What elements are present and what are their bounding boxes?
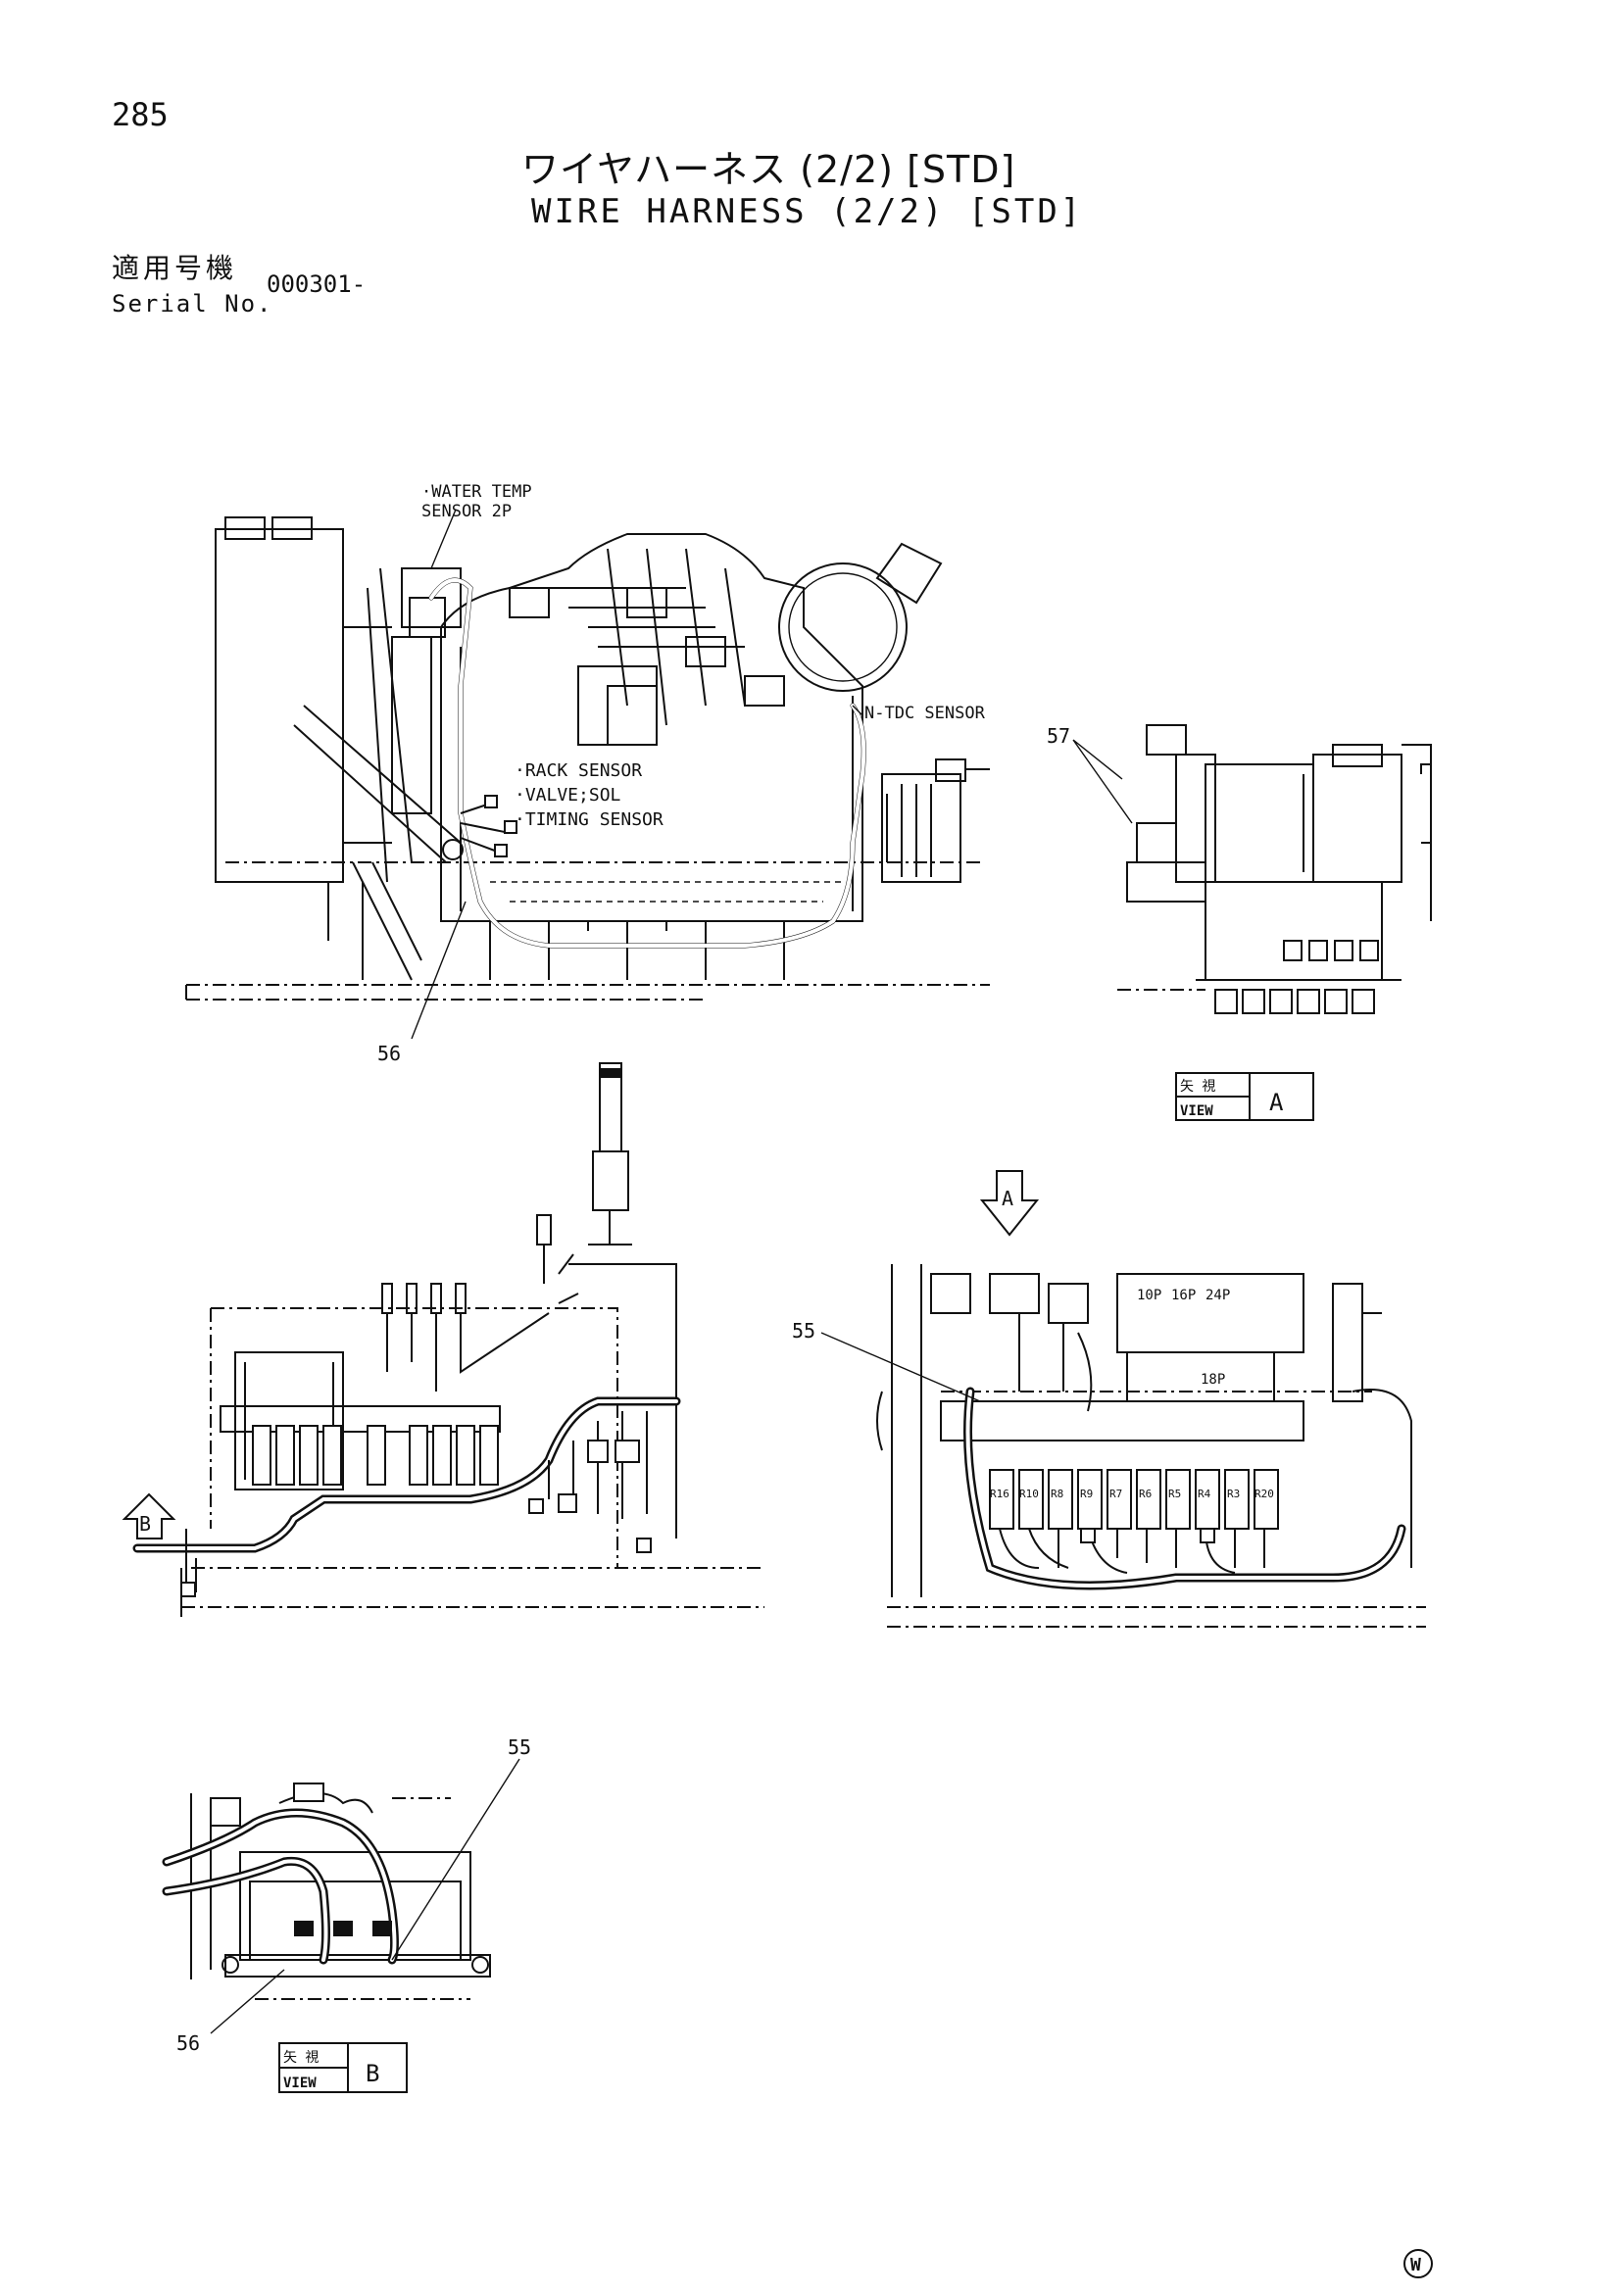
view-b-detail (162, 1758, 520, 2034)
title-english: WIRE HARNESS (2/2) [STD] (531, 192, 1084, 231)
label-18p: 18P (1201, 1372, 1225, 1388)
label-water-temp-sensor-2p: SENSOR 2P (421, 502, 512, 521)
view-a-jp-label: 矢 視 (1180, 1079, 1215, 1095)
footer-mark: W (1410, 2255, 1421, 2275)
serial-label-japanese: 適用号機 (112, 252, 238, 284)
label-rack-sensor: ·RACK SENSOR (515, 760, 642, 781)
view-b-arrow (122, 1492, 176, 1539)
view-a-arrow (979, 1170, 1040, 1237)
view-a-en-label: VIEW (1180, 1103, 1213, 1119)
label-valve-sol: ·VALVE;SOL (515, 785, 621, 806)
relay-label: R16 (990, 1488, 1009, 1500)
footer-mark-circle (1403, 2249, 1433, 2278)
relay-labels: R16 R10 R8 R9 R7 R6 R5 R4 R3 R20 (990, 1488, 1274, 1500)
label-24p: 24P (1205, 1288, 1230, 1303)
label-water-temp: ·WATER TEMP (421, 482, 532, 502)
view-b-label-box (278, 2042, 408, 2093)
engine-side-view (185, 509, 990, 1040)
callout-56-main: 56 (377, 1042, 401, 1065)
serial-number-value: 000301- (267, 270, 367, 298)
relay-panel-view (820, 1264, 1426, 1628)
view-b-en-label: VIEW (283, 2076, 317, 2091)
view-a-letter: A (1269, 1089, 1284, 1116)
view-b-letter: B (366, 2060, 379, 2087)
callout-56-view-b: 56 (176, 2031, 200, 2055)
view-a-connectors (1214, 940, 1379, 1014)
arrow-a-letter: A (1002, 1187, 1013, 1210)
title-japanese: ワイヤハーネス (2/2) [STD] (521, 148, 1016, 191)
label-16p: 16P (1171, 1288, 1196, 1303)
label-ntdc-sensor: N-TDC SENSOR (864, 704, 986, 723)
label-10p: 10P (1137, 1288, 1161, 1303)
arrow-b-letter: B (139, 1512, 151, 1536)
relay-label: R5 (1168, 1488, 1181, 1500)
relay-row (989, 1469, 1279, 1530)
view-a-label-box (1175, 1072, 1314, 1121)
serial-label-english: Serial No. (112, 290, 273, 318)
relay-label: R4 (1198, 1488, 1211, 1500)
relay-label: R20 (1254, 1488, 1274, 1500)
relay-label: R3 (1227, 1488, 1240, 1500)
view-b-jp-label: 矢 視 (283, 2050, 319, 2066)
relay-label: R6 (1139, 1488, 1152, 1500)
injection-pump-view (132, 1062, 764, 1617)
callout-55-view-b: 55 (508, 1735, 531, 1759)
page-number: 285 (112, 96, 169, 133)
injector-row (252, 1425, 499, 1486)
relay-label: R7 (1109, 1488, 1122, 1500)
relay-label: R10 (1019, 1488, 1039, 1500)
callout-57: 57 (1047, 724, 1070, 748)
callout-55-view-a: 55 (792, 1319, 815, 1343)
relay-label: R8 (1051, 1488, 1063, 1500)
relay-label: R9 (1080, 1488, 1093, 1500)
label-timing-sensor: ·TIMING SENSOR (515, 809, 664, 830)
view-a-detail (1072, 724, 1432, 1014)
